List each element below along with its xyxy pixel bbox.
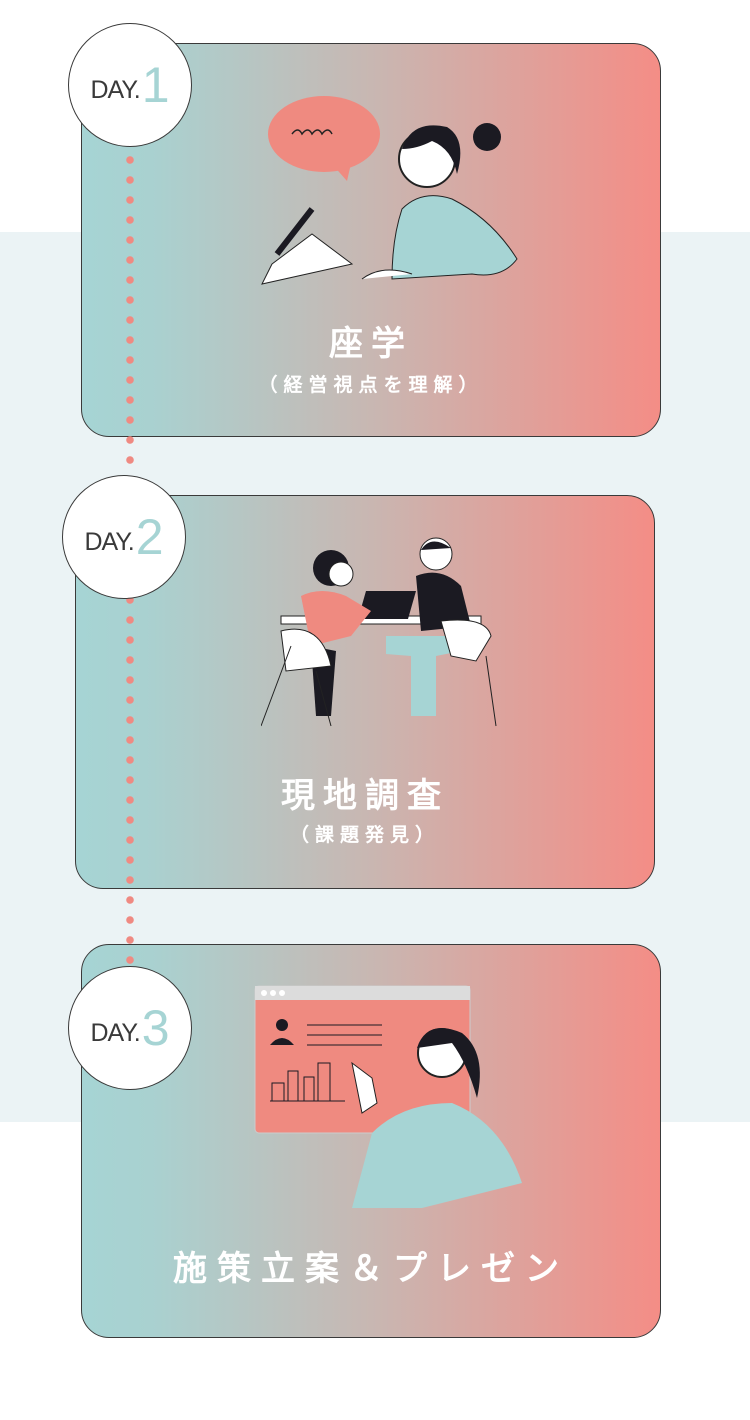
presenting-illustration: [254, 985, 522, 1208]
day-number: 2: [135, 509, 164, 565]
step-title: 現地調査: [281, 776, 449, 816]
step-subtitle: （経営視点を理解）: [258, 374, 484, 396]
step-subtitle: （課題発見）: [289, 824, 440, 846]
day-label: DAY.: [90, 75, 140, 104]
step-title: 施策立案＆プレゼン: [173, 1249, 569, 1289]
step-title: 座学: [329, 324, 413, 364]
meeting-illustration: [261, 537, 497, 727]
day-2-badge: DAY.2: [62, 475, 186, 599]
day-1-badge: DAY.1: [68, 23, 192, 147]
day-3-badge: DAY.3: [68, 966, 192, 1090]
woman-writing-illustration: [261, 96, 518, 285]
day-number: 1: [141, 57, 170, 113]
day-label: DAY.: [90, 1018, 140, 1047]
day-number: 3: [141, 1000, 170, 1056]
day-1-card: 座学 （経営視点を理解）: [81, 43, 661, 437]
day-label: DAY.: [84, 527, 134, 556]
